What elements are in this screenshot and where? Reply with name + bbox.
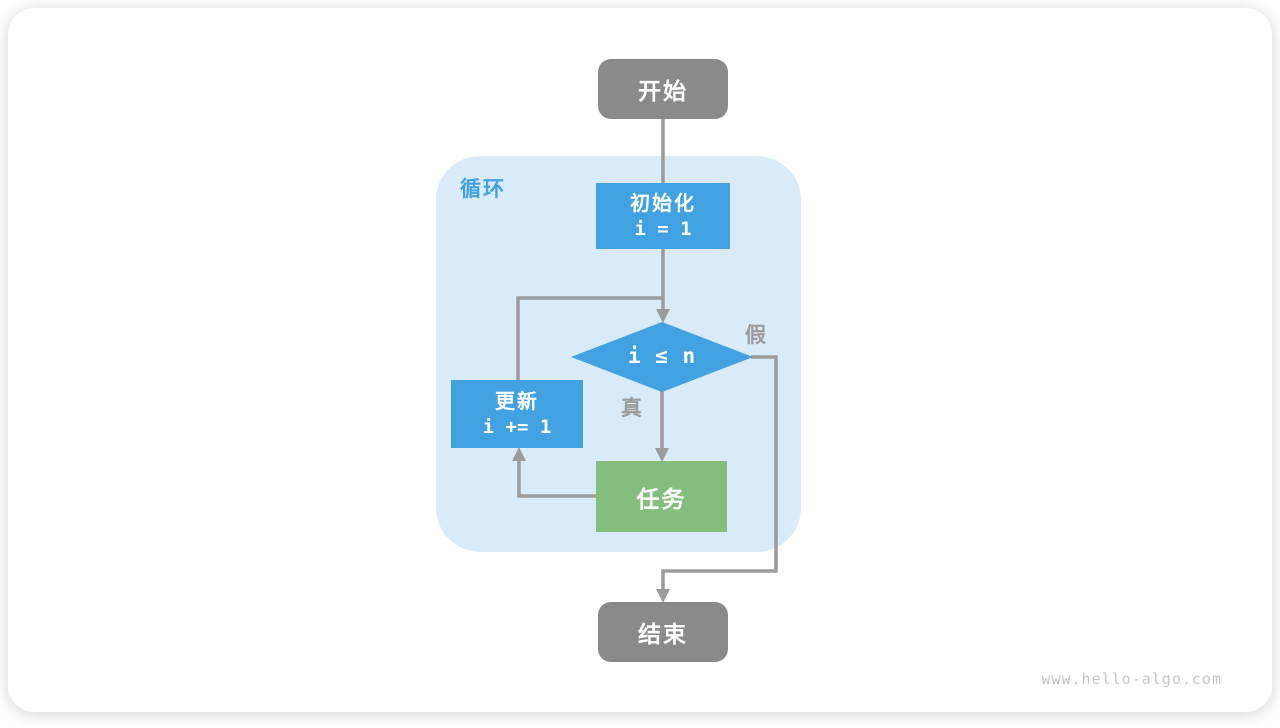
node-condition-label: i ≤ n: [627, 344, 697, 368]
node-start: 开始: [598, 59, 728, 119]
node-end-label: 结束: [638, 621, 688, 647]
node-task-label: 任务: [636, 485, 687, 512]
node-start-label: 开始: [638, 78, 688, 104]
arrowhead-into-end: [656, 589, 670, 603]
node-update-code: i += 1: [482, 415, 552, 438]
node-condition-shape: [571, 322, 753, 392]
edge-label-false: 假: [745, 324, 767, 347]
edge-condition-to-end: [661, 355, 778, 591]
arrowhead-into-condition: [656, 309, 670, 323]
arrowhead-into-update: [512, 447, 526, 461]
watermark: www.hello-algo.com: [1041, 670, 1222, 688]
node-end: 结束: [598, 602, 728, 662]
edge-update-to-main: [516, 296, 663, 380]
edge-task-to-update: [517, 460, 596, 498]
node-update: 更新 i += 1: [451, 380, 583, 448]
diagram-card: 循环 开始 初始化 i = 1 i ≤ n 更新 i += 1 任务 结束: [8, 8, 1272, 712]
node-init: 初始化 i = 1: [596, 183, 730, 249]
node-update-title: 更新: [495, 390, 539, 413]
loop-region-label: 循环: [460, 178, 506, 201]
node-init-title: 初始化: [630, 192, 696, 215]
node-task: 任务: [596, 461, 727, 532]
node-init-code: i = 1: [634, 217, 692, 240]
edge-label-true: 真: [621, 397, 643, 420]
arrowhead-into-task: [655, 448, 669, 462]
